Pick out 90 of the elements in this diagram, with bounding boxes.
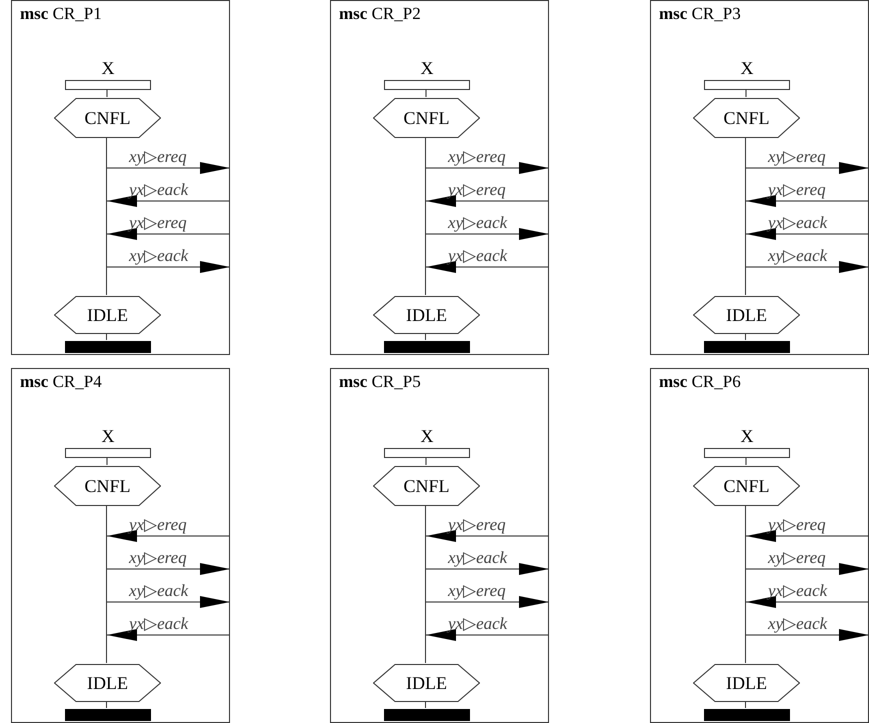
condition-label: IDLE [406, 304, 447, 326]
message-arrow [426, 629, 550, 641]
message-arrow [106, 629, 230, 641]
message-label: yx▷ereq [768, 180, 826, 200]
message-label: xy▷eack [448, 548, 508, 568]
msc-title: msc CR_P3 [659, 3, 741, 25]
condition-label: CNFL [84, 475, 130, 497]
msc-title: msc CR_P1 [20, 3, 102, 25]
message-label: yx▷ereq [129, 515, 187, 535]
message-label: yx▷ereq [448, 515, 506, 535]
message-label: yx▷eack [129, 180, 188, 200]
lifeline [106, 504, 107, 664]
message-arrow [426, 261, 550, 273]
lifeline [425, 504, 426, 664]
message-label: xy▷ereq [129, 147, 187, 167]
condition-label: IDLE [87, 672, 128, 694]
message-label: xy▷ereq [129, 548, 187, 568]
message-label: xy▷ereq [448, 581, 506, 601]
message-label: yx▷ereq [129, 213, 187, 233]
message-label: xy▷ereq [768, 147, 826, 167]
lifeline [745, 136, 746, 296]
condition-label: CNFL [84, 107, 130, 129]
message-arrow [426, 596, 550, 608]
message-arrow [426, 563, 550, 575]
msc-frame [650, 368, 869, 723]
condition-label: CNFL [723, 107, 770, 129]
condition-label: CNFL [723, 475, 770, 497]
message-label: xy▷eack [768, 614, 828, 634]
condition-label: IDLE [726, 304, 767, 326]
message-label: yx▷eack [129, 614, 188, 634]
instance-name: X [420, 57, 434, 79]
message-arrow [746, 162, 869, 174]
msc-frame [650, 0, 869, 355]
condition-label: IDLE [726, 672, 767, 694]
message-arrow [106, 195, 230, 207]
lifeline [106, 136, 107, 296]
instance-end-bar [65, 709, 151, 721]
message-arrow [746, 596, 869, 608]
message-label: xy▷eack [129, 246, 188, 266]
instance-name: X [740, 425, 754, 447]
msc-title: msc CR_P2 [339, 3, 421, 25]
condition-label: IDLE [406, 672, 447, 694]
condition-label: CNFL [403, 107, 450, 129]
instance-end-bar [704, 709, 790, 721]
message-arrow [426, 530, 550, 542]
message-arrow [106, 228, 230, 240]
message-arrow [426, 195, 550, 207]
message-arrow [106, 596, 230, 608]
instance-end-bar [704, 341, 790, 353]
message-arrow [746, 629, 869, 641]
message-arrow [746, 530, 869, 542]
message-arrow [106, 261, 230, 273]
lifeline [745, 504, 746, 664]
message-label: xy▷eack [768, 246, 828, 266]
message-arrow [106, 162, 230, 174]
message-label: xy▷eack [448, 213, 508, 233]
message-arrow [106, 530, 230, 542]
msc-frame [11, 368, 230, 723]
message-arrow [106, 563, 230, 575]
condition-label: IDLE [87, 304, 128, 326]
msc-frame [330, 0, 549, 355]
instance-end-bar [384, 341, 470, 353]
msc-title: msc CR_P4 [20, 371, 102, 393]
message-arrow [746, 228, 869, 240]
message-arrow [426, 228, 550, 240]
instance-name: X [102, 425, 114, 447]
message-label: yx▷eack [448, 246, 508, 266]
message-arrow [746, 195, 869, 207]
message-label: xy▷ereq [448, 147, 506, 167]
message-label: yx▷ereq [448, 180, 506, 200]
message-arrow [426, 162, 550, 174]
msc-title: msc CR_P5 [339, 371, 421, 393]
message-arrow [746, 563, 869, 575]
instance-name: X [102, 57, 114, 79]
instance-end-bar [384, 709, 470, 721]
message-label: xy▷ereq [768, 548, 826, 568]
message-label: xy▷eack [129, 581, 188, 601]
instance-end-bar [65, 341, 151, 353]
instance-name: X [420, 425, 434, 447]
message-label: yx▷eack [768, 213, 828, 233]
message-label: yx▷ereq [768, 515, 826, 535]
condition-label: CNFL [403, 475, 450, 497]
lifeline [425, 136, 426, 296]
msc-frame [11, 0, 230, 355]
instance-name: X [740, 57, 754, 79]
message-label: yx▷eack [768, 581, 828, 601]
message-arrow [746, 261, 869, 273]
message-label: yx▷eack [448, 614, 508, 634]
msc-title: msc CR_P6 [659, 371, 741, 393]
msc-frame [330, 368, 549, 723]
